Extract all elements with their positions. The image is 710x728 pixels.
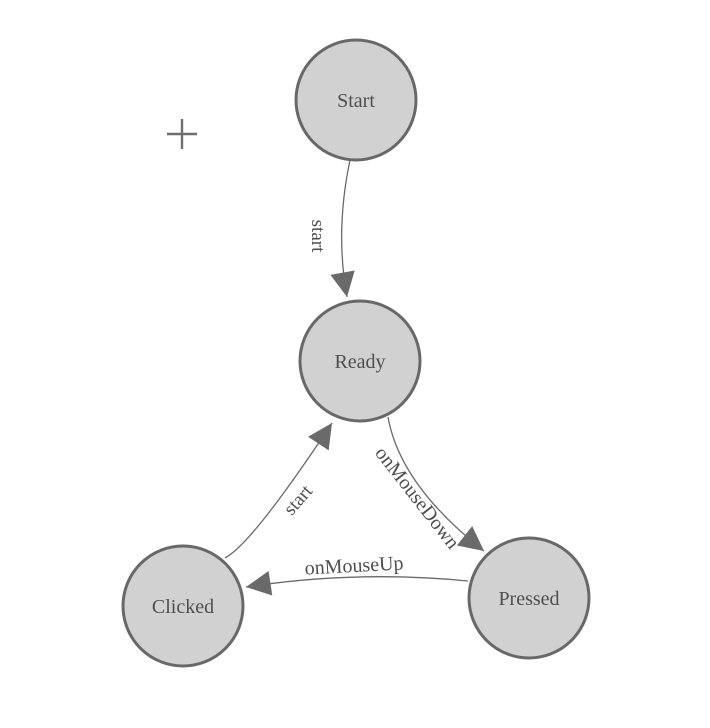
edge-start-to-ready[interactable] [330,159,355,298]
node-start-label: Start [337,90,375,112]
node-pressed-label: Pressed [498,588,559,610]
crosshair-cursor-icon [167,119,197,149]
edge-label-clicked-to-ready: start [280,481,318,520]
node-ready[interactable]: Ready [298,299,422,423]
node-start[interactable]: Start [294,38,418,162]
node-clicked[interactable]: Clicked [121,544,245,668]
node-clicked-label: Clicked [152,596,214,618]
edge-clicked-to-ready[interactable] [224,422,333,559]
edge-label-start-to-ready: start [307,220,328,253]
node-pressed[interactable]: Pressed [467,536,591,660]
edge-pressed-to-clicked[interactable] [245,571,469,596]
edge-label-pressed-to-clicked: onMouseUp [304,552,404,579]
edge-ready-to-pressed[interactable] [387,416,485,552]
edge-label-ready-to-pressed: onMouseDown [370,443,463,554]
nodes-layer: Start Ready Clicked Pressed [121,38,591,668]
node-ready-label: Ready [334,351,385,373]
